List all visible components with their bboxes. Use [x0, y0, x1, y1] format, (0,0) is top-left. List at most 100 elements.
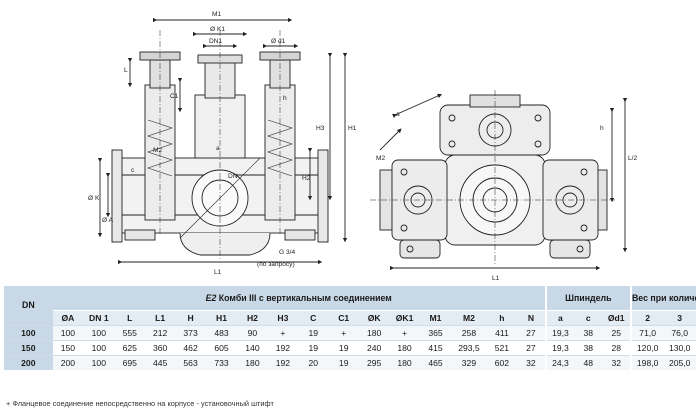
table-cell: 19 [298, 325, 329, 341]
dim-label-l: L [124, 67, 128, 74]
front-view [97, 17, 348, 265]
table-cell: 130,0 [663, 340, 696, 356]
spec-table: DN E2 Комби III с вертикальным соединени… [4, 286, 696, 370]
table-cell: 24,3 [544, 355, 575, 370]
col-header: H1 [205, 310, 238, 326]
table-cell: 180 [389, 355, 420, 370]
valve-drawing-svg: M1 Ø K1 DN1 Ø d1 L C1 h H3 H1 M2 a DN c … [88, 11, 637, 282]
col-header: N [517, 310, 546, 326]
dim-label-zapros: (по запросу) [257, 261, 295, 268]
col-header: a [544, 310, 575, 326]
col-header: H [175, 310, 206, 326]
table-cell: 140 [237, 340, 268, 356]
col-header: H2 [237, 310, 268, 326]
dn-header: DN [4, 286, 53, 326]
table-cell: 71,0 [629, 325, 664, 341]
table-cell: 100 [83, 355, 115, 370]
col-header: ØK1 [389, 310, 420, 326]
table-cell: 192 [267, 355, 299, 370]
dim-label-oa: Ø A [102, 217, 114, 224]
table-cell: 415 [419, 340, 452, 356]
table-row: 100 100 100 555 212 373 483 90 + 19 + 18… [4, 325, 696, 341]
table-cell: 100 [83, 325, 115, 341]
table-cell: + [389, 325, 420, 341]
table-cell: 360 [144, 340, 176, 356]
table-cell: 180 [389, 340, 420, 356]
table-cell: 120,0 [629, 340, 664, 356]
table-cell: 27 [517, 340, 546, 356]
table-cell: 521 [486, 340, 518, 356]
row-dn: 200 [4, 355, 53, 370]
col-header: 2 [629, 310, 664, 326]
dim-label-g: G 3/4 [279, 249, 295, 256]
dim-label-h: h [283, 95, 287, 102]
table-cell: 365 [419, 325, 452, 341]
table-cell: 462 [175, 340, 206, 356]
table-cell: 240 [358, 340, 390, 356]
col-header: Ød1 [602, 310, 631, 326]
table-cell: 625 [114, 340, 145, 356]
footnote: + Фланцевое соединение непосредственно н… [6, 399, 274, 408]
table-cell: 465 [419, 355, 452, 370]
table-cell: 563 [175, 355, 206, 370]
col-header: C [298, 310, 329, 326]
table-cell: + [328, 325, 359, 341]
table-column-header-row: ØA DN 1 L L1 H H1 H2 H3 C C1 ØK ØK1 M1 M… [4, 310, 696, 326]
col-header: M2 [451, 310, 487, 326]
weight-header: Вес при количестве задвижек [629, 286, 696, 311]
dim-label-m2: M2 [153, 147, 162, 154]
table-cell: 19 [328, 355, 359, 370]
col-header: M1 [419, 310, 452, 326]
table-cell: 38 [574, 340, 603, 356]
dim-label-h-right: h [600, 125, 604, 132]
table-cell: 445 [144, 355, 176, 370]
dim-label-k1: Ø K1 [210, 26, 225, 33]
dim-label-c: c [131, 167, 135, 174]
table-cell: 32 [602, 355, 631, 370]
table-cell: 27 [517, 325, 546, 341]
table-cell: 602 [486, 355, 518, 370]
table-cell: 20 [298, 355, 329, 370]
table-cell: 19 [328, 340, 359, 356]
dim-label-l2: L/2 [628, 155, 637, 162]
technical-drawing: M1 Ø K1 DN1 Ø d1 L C1 h H3 H1 M2 a DN c … [88, 11, 637, 282]
dim-label-d1: Ø d1 [271, 38, 286, 45]
col-header: H3 [267, 310, 299, 326]
col-header: ØK [358, 310, 390, 326]
table-cell: 605 [205, 340, 238, 356]
group-title-prefix: E2 [205, 292, 217, 303]
group-title-text: Комби III с вертикальным соединением [216, 292, 392, 303]
table-cell: 483 [205, 325, 238, 341]
col-header: DN 1 [83, 310, 115, 326]
table-row: 150 150 100 625 360 462 605 140 192 19 1… [4, 340, 696, 356]
table-cell: 25 [602, 325, 631, 341]
table-cell: 32 [517, 355, 546, 370]
table-cell: 48 [574, 355, 603, 370]
col-header: 3 [663, 310, 696, 326]
dim-label-h1: H1 [348, 125, 357, 132]
dim-label-h3: H3 [316, 125, 325, 132]
table-cell: 19,3 [544, 340, 575, 356]
table-cell: 555 [114, 325, 145, 341]
table-cell: 293,5 [451, 340, 487, 356]
dim-label-l1: L1 [214, 269, 222, 276]
table-cell: 76,0 [663, 325, 696, 341]
table-cell: 373 [175, 325, 206, 341]
dim-label-m1: M1 [212, 11, 221, 18]
dim-label-l1-right: L1 [492, 275, 500, 282]
table-cell: + [267, 325, 299, 341]
dim-label-a-right: a [396, 111, 400, 118]
top-view [370, 90, 628, 271]
dim-label-dn1: DN1 [209, 38, 223, 45]
table-cell: 200 [52, 355, 84, 370]
table-cell: 38 [574, 325, 603, 341]
table-cell: 150 [52, 340, 84, 356]
table-cell: 695 [114, 355, 145, 370]
table-group-header-row: DN E2 Комби III с вертикальным соединени… [4, 286, 696, 326]
table-cell: 192 [267, 340, 299, 356]
table-cell: 212 [144, 325, 176, 341]
dim-label-a: a [216, 145, 220, 152]
table-cell: 100 [83, 340, 115, 356]
table-cell: 258 [451, 325, 487, 341]
table-cell: 100 [52, 325, 84, 341]
